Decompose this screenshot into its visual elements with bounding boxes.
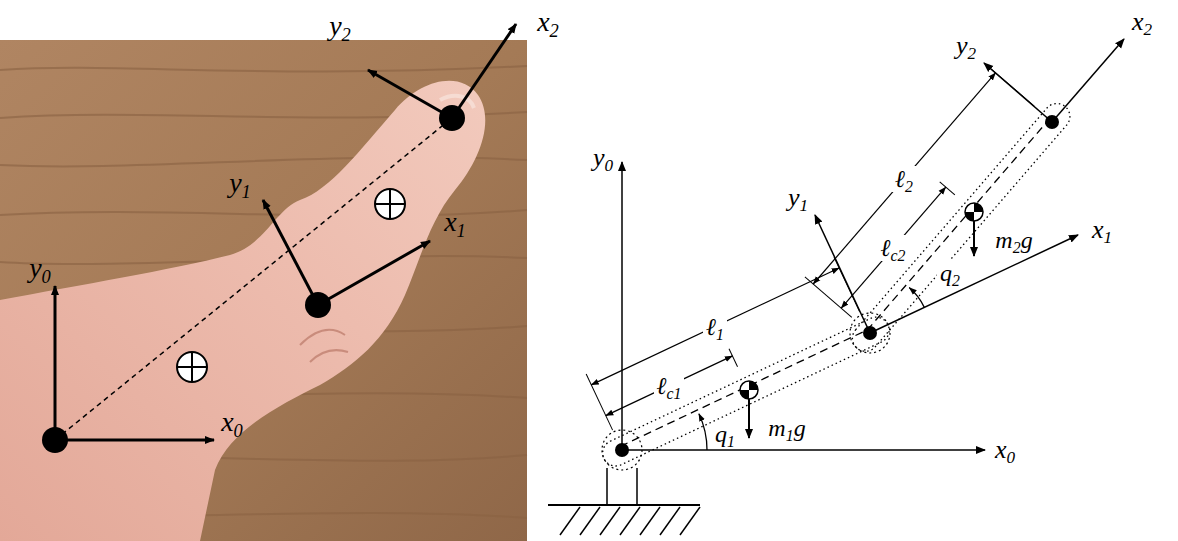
- symbol-subscript: 0: [1006, 448, 1015, 467]
- symbol-base: ℓ: [881, 235, 891, 261]
- symbol-subscript: 1: [716, 326, 724, 343]
- symbol-tail: g: [794, 415, 806, 441]
- symbol-subscript: 2: [342, 25, 351, 45]
- symbol-subscript: 2: [1143, 20, 1152, 39]
- axis-label: y1: [785, 184, 811, 212]
- symbol-base: x: [221, 406, 233, 437]
- axis-label: ℓ1: [703, 314, 727, 340]
- symbol-base: x: [1132, 7, 1144, 36]
- axis-label: q1: [712, 421, 738, 447]
- symbol-base: x: [1092, 215, 1104, 244]
- axis-label: ℓc2: [878, 235, 909, 261]
- axis-label: x2: [534, 7, 562, 37]
- symbol-base: x: [995, 435, 1007, 464]
- symbol-base: y: [229, 167, 241, 198]
- symbol-subscript: 0: [604, 156, 613, 175]
- axis-label: x1: [1089, 216, 1115, 244]
- symbol-subscript: c1: [667, 385, 682, 402]
- axis-label: y0: [590, 144, 616, 172]
- axis-label: x1: [441, 207, 469, 237]
- axis-label: q2: [937, 260, 963, 286]
- symbol-base: x: [444, 206, 456, 237]
- axis-label: y0: [26, 253, 54, 283]
- symbol-base: m: [995, 227, 1012, 253]
- axis-label: x0: [218, 407, 246, 437]
- symbol-base: ℓ: [895, 166, 905, 192]
- symbol-subscript: 1: [727, 433, 735, 450]
- symbol-subscript: 2: [1013, 239, 1021, 256]
- axis-label: m1g: [765, 415, 808, 441]
- symbol-base: y: [329, 10, 341, 41]
- axis-label: ℓ2: [892, 166, 916, 192]
- symbol-base: q: [940, 260, 952, 286]
- symbol-subscript: 1: [786, 427, 794, 444]
- symbol-base: m: [768, 415, 785, 441]
- symbol-base: y: [956, 31, 968, 60]
- symbol-subscript: 1: [242, 182, 251, 202]
- symbol-base: ℓ: [706, 314, 716, 340]
- symbol-subscript: 1: [457, 221, 466, 241]
- axis-label: y2: [953, 32, 979, 60]
- symbol-base: x: [537, 6, 549, 37]
- symbol-subscript: 2: [967, 44, 976, 63]
- symbol-subscript: c2: [891, 247, 906, 264]
- symbol-base: q: [715, 421, 727, 447]
- symbol-base: y: [29, 252, 41, 283]
- symbol-subscript: 0: [42, 267, 51, 287]
- symbol-tail: g: [1021, 227, 1033, 253]
- axis-label: ℓc1: [654, 373, 685, 399]
- symbol-base: ℓ: [657, 373, 667, 399]
- symbol-subscript: 1: [799, 196, 808, 215]
- symbol-subscript: 2: [905, 178, 913, 195]
- axis-label: x2: [1129, 8, 1155, 36]
- axis-label: m2g: [992, 227, 1035, 253]
- symbol-base: y: [788, 183, 800, 212]
- axis-label: y1: [226, 168, 254, 198]
- thumb-photo: [0, 24, 527, 541]
- axis-label: y2: [326, 11, 354, 41]
- axis-label: x0: [992, 436, 1018, 464]
- symbol-subscript: 1: [1103, 228, 1112, 247]
- symbol-subscript: 2: [952, 272, 960, 289]
- symbol-subscript: 0: [234, 421, 243, 441]
- symbol-subscript: 2: [550, 21, 559, 41]
- two-link-arm: [548, 39, 1124, 535]
- symbol-base: y: [593, 143, 605, 172]
